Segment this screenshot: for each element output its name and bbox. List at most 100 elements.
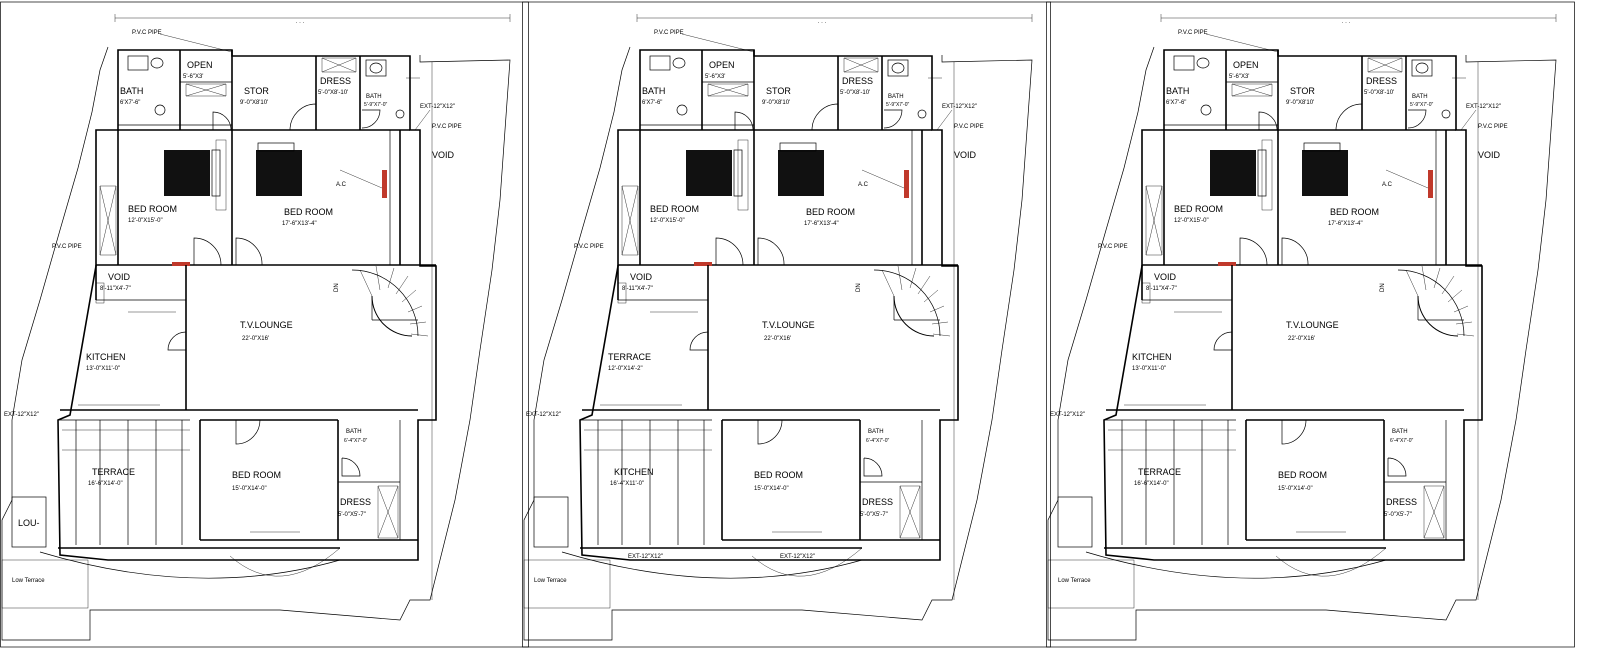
toilet-fixture xyxy=(649,55,671,71)
drawing-frame xyxy=(1046,1,1575,648)
site-boundary xyxy=(1,46,511,641)
basin-fixture-2 xyxy=(395,109,405,119)
bed-icon-2 xyxy=(1302,150,1348,196)
room-bath1-name: BATH xyxy=(642,86,665,96)
pvc-pipe-label-top: P.V.C PIPE xyxy=(654,30,684,36)
bed-icon-2 xyxy=(778,150,824,196)
room-open-name: OPEN xyxy=(1233,60,1259,70)
door-swing xyxy=(811,103,839,131)
room-lower-left-dim: 16'-4"X11'-0" xyxy=(610,481,644,487)
bathtub-fixture xyxy=(1411,59,1433,77)
room-bath3-name: BATH xyxy=(346,429,362,435)
terrace-pergola xyxy=(584,420,712,545)
room-void-dim: 8'-11"X4'-7" xyxy=(100,286,131,292)
room-lounge-name: T.V.LOUNGE xyxy=(1286,320,1339,330)
ac-unit xyxy=(904,170,909,198)
room-bath3-name: BATH xyxy=(1392,429,1408,435)
lower-row-walls xyxy=(58,419,418,549)
bedroom-row-walls xyxy=(618,130,958,266)
basin-fixture xyxy=(150,57,164,69)
curved-balcony xyxy=(561,551,863,579)
room-bed3-dim: 15'-0"X14'-0" xyxy=(232,486,267,492)
room-open-dim: 5'-6"X3' xyxy=(183,74,203,80)
exhaust-label-1: EXT-12"X12" xyxy=(1466,104,1501,110)
room-lower-left-dim: 16'-6"X14'-0" xyxy=(88,481,123,487)
spiral-staircase xyxy=(1397,265,1475,337)
wardrobe xyxy=(621,185,639,256)
pvc-pipe-label-left: P.V.C PIPE xyxy=(574,244,604,250)
wardrobe xyxy=(1145,185,1163,256)
room-dress1-name: DRESS xyxy=(1366,76,1397,86)
room-dress1-dim: 5'-0"X8'-10' xyxy=(318,90,348,96)
room-bath2-dim: 5'-9"X7'-0" xyxy=(886,102,909,108)
pvc-pipe-leader xyxy=(681,33,755,53)
room-bath2-name: BATH xyxy=(888,94,904,100)
room-bed1-name: BED ROOM xyxy=(128,204,177,214)
room-bath3-dim: 6'-4"X7'-0" xyxy=(344,438,367,444)
room-left-dim: 12'-0"X14'-2" xyxy=(608,366,643,372)
room-left-dim: 13'-0"X11'-0" xyxy=(86,366,120,372)
pvc-pipe-label-mid: P.V.C PIPE xyxy=(1478,124,1508,130)
room-lounge-dim: 22'-0"X16' xyxy=(764,336,791,342)
ac-label: A.C xyxy=(336,182,347,188)
top-dimension-line xyxy=(636,14,1033,22)
pvc-pipe-label-mid: P.V.C PIPE xyxy=(954,124,984,130)
lower-row-walls xyxy=(580,419,940,549)
pvc-pipe-label-left: P.V.C PIPE xyxy=(52,244,82,250)
dress-shelf xyxy=(1367,57,1403,73)
basin-fixture-2 xyxy=(1441,109,1451,119)
room-bath1-dim: 6'X7'-6" xyxy=(120,100,140,106)
room-dress2-name: DRESS xyxy=(1386,497,1417,507)
low-terrace-label: Low Terrace xyxy=(1058,578,1091,584)
building-outline xyxy=(579,49,959,561)
floor-plan-panel-3: · · · P.V.C PIPE P.V.C PIPE P.V.C PIPE A… xyxy=(1046,0,1576,651)
room-bath3-dim: 6'-4"X7'-0" xyxy=(1390,438,1413,444)
bathtub-fixture xyxy=(887,59,909,77)
low-terrace-box xyxy=(523,559,611,609)
overall-dim-text: · · · xyxy=(817,20,826,26)
low-terrace-box xyxy=(1047,559,1135,609)
room-bed2-name: BED ROOM xyxy=(1330,207,1379,217)
room-bath3-dim: 6'-4"X7'-0" xyxy=(866,438,889,444)
exhaust-bottom-1: EXT-12"X12" xyxy=(628,554,663,560)
drawing-frame xyxy=(522,1,1051,648)
room-bed1-name: BED ROOM xyxy=(1174,204,1223,214)
room-left-name: KITCHEN xyxy=(86,352,126,362)
basin-fixture xyxy=(672,57,686,69)
room-bed1-dim: 12'-0"X15'-0" xyxy=(128,218,163,224)
room-open-dim: 5'-6"X3' xyxy=(705,74,725,80)
spiral-staircase xyxy=(351,265,429,337)
room-bed1-name: BED ROOM xyxy=(650,204,699,214)
room-bed3-dim: 15'-0"X14'-0" xyxy=(754,486,789,492)
terrace-pergola xyxy=(62,420,190,545)
stair-down-label: DN xyxy=(334,283,340,292)
room-lounge-dim: 22'-0"X16' xyxy=(242,336,269,342)
building-outline xyxy=(57,49,437,561)
bed-icon xyxy=(1210,150,1256,196)
spiral-staircase xyxy=(873,265,951,337)
room-bed3-dim: 15'-0"X14'-0" xyxy=(1278,486,1313,492)
room-bath2-dim: 5'-9"X7'-0" xyxy=(1410,102,1433,108)
ac-label: A.C xyxy=(858,182,869,188)
bed-icon xyxy=(686,150,732,196)
lounge-walls xyxy=(60,265,418,411)
room-bed3-name: BED ROOM xyxy=(232,470,281,480)
lounge-walls xyxy=(582,265,940,411)
lou-box xyxy=(11,496,47,548)
exhaust-label-left: EXT-12"X12" xyxy=(526,412,561,418)
toilet-fixture xyxy=(1173,55,1195,71)
void-side-label: VOID xyxy=(432,150,455,160)
pvc-pipe-label-top: P.V.C PIPE xyxy=(132,30,162,36)
room-left-dim: 13'-0"X11'-0" xyxy=(1132,366,1166,372)
floor-plan-panel-1: · · · P.V.C PIPE P.V.C PIPE P.V.C PIPE A… xyxy=(0,0,530,651)
dress-shelf xyxy=(321,57,357,73)
room-bed2-dim: 17'-6"X13'-4" xyxy=(804,221,839,227)
room-stor-name: STOR xyxy=(244,86,269,96)
curved-balcony xyxy=(1085,551,1387,579)
room-lower-left-name: TERRACE xyxy=(92,467,135,477)
bed-icon xyxy=(164,150,210,196)
bedroom-row-walls xyxy=(96,130,436,266)
low-terrace-label: Low Terrace xyxy=(12,578,45,584)
stair-down-label: DN xyxy=(856,283,862,292)
pvc-pipe-label-left: P.V.C PIPE xyxy=(1098,244,1128,250)
